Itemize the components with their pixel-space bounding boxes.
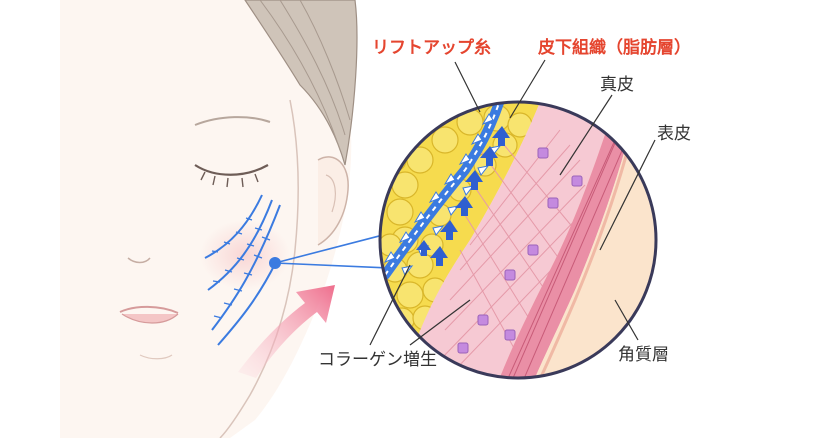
fibroblasts [457, 147, 583, 354]
ear [317, 156, 349, 246]
arrow-up-right-icon [238, 285, 335, 378]
zoom-connector-bottom [274, 262, 391, 269]
dermis-layer [400, 102, 620, 378]
leader-epidermis [599, 139, 656, 251]
mouth [119, 305, 179, 314]
label-collagen: コラーゲン増生 [318, 350, 437, 370]
face [60, 0, 358, 438]
eyebrow [194, 116, 271, 126]
label-subcutaneous: 皮下組織（脂肪層） [538, 38, 691, 58]
hair [244, 0, 358, 166]
label-stratum-corneum: 角質層 [618, 345, 669, 365]
magnifier-outline [378, 100, 658, 380]
arrow-up-icon [416, 126, 510, 266]
nose [127, 257, 151, 264]
label-dermis: 真皮 [600, 75, 634, 95]
leader-stratum-corneum [614, 299, 639, 341]
closed-eye [194, 164, 269, 176]
leader-lift-thread [454, 61, 481, 113]
face-contour [219, 99, 300, 438]
leader-subcutaneous [509, 59, 546, 119]
label-epidermis: 表皮 [657, 124, 691, 144]
leader-lines [369, 59, 656, 346]
leader-collagen-b [409, 299, 471, 346]
leader-collagen-a [369, 264, 411, 346]
leader-dermis [559, 94, 613, 176]
label-lift-thread: リフトアップ糸 [372, 38, 491, 58]
collagen-fibers [439, 129, 586, 371]
